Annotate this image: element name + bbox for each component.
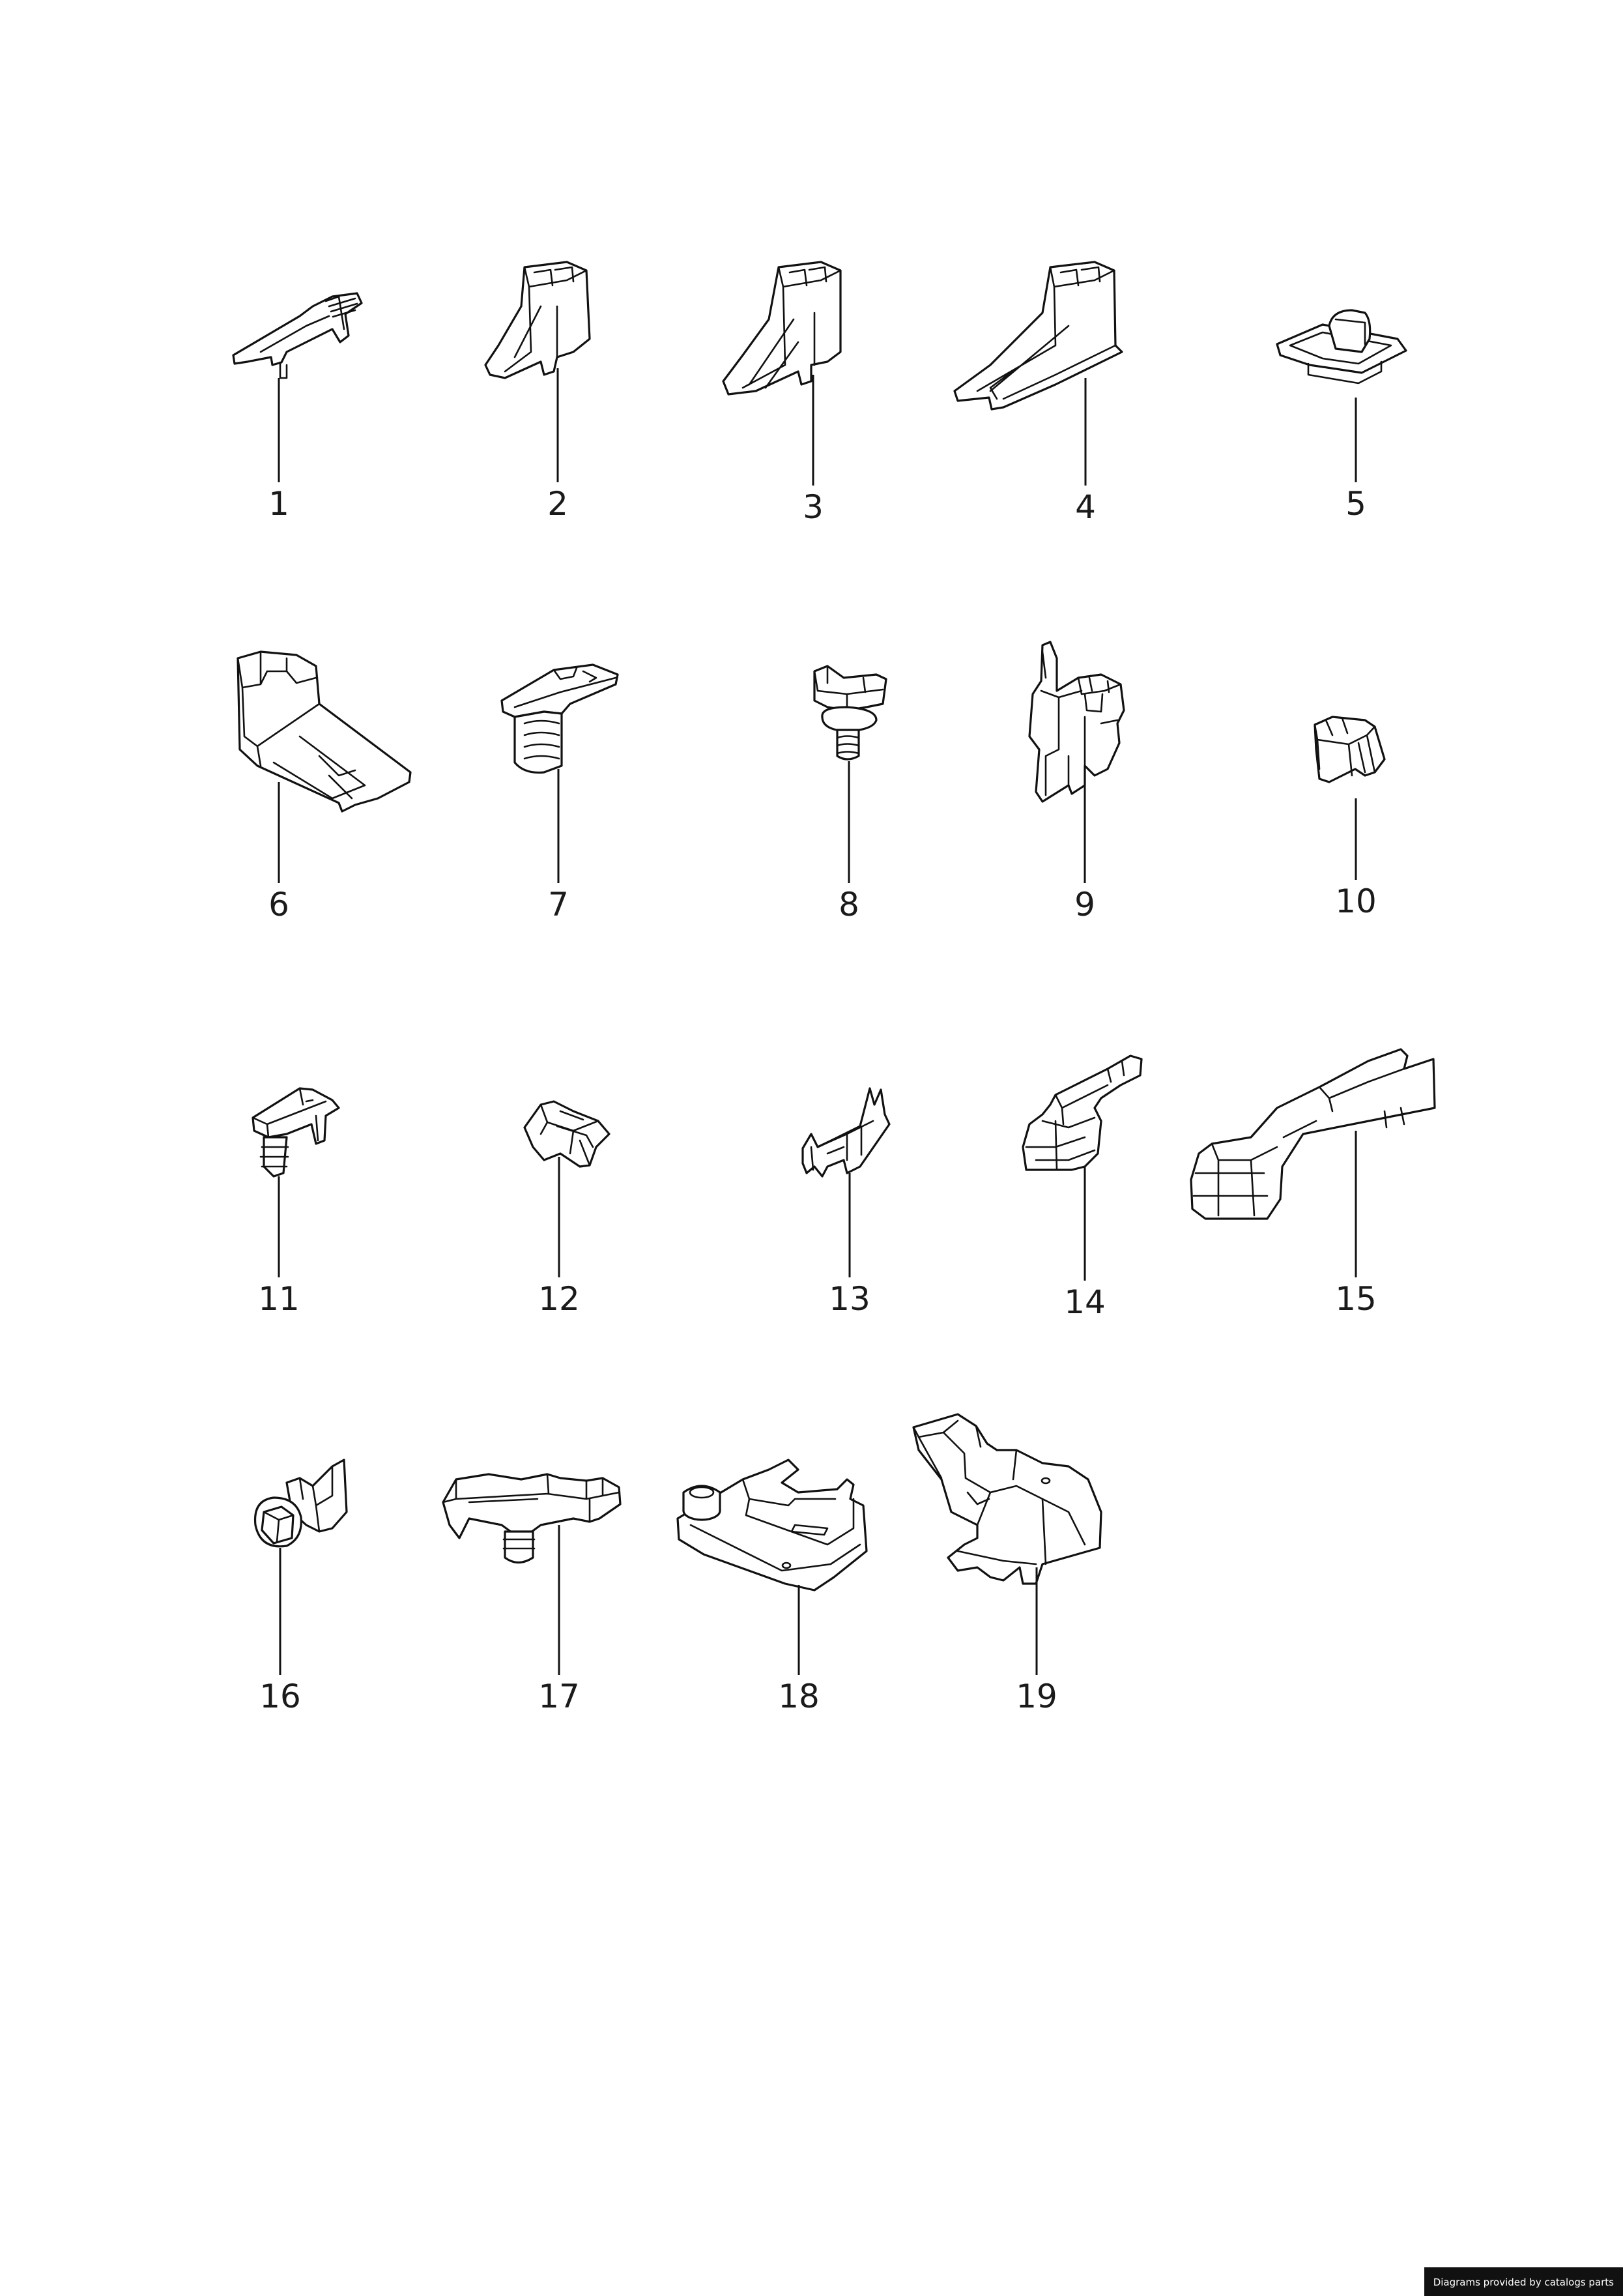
callout-10: 10 bbox=[1335, 882, 1377, 920]
part-2-clip[interactable] bbox=[484, 261, 591, 379]
part-11-clip[interactable] bbox=[251, 1087, 340, 1178]
part-4-clip[interactable] bbox=[953, 261, 1123, 411]
callout-17: 17 bbox=[538, 1678, 580, 1715]
part-7-fastener[interactable] bbox=[500, 663, 619, 774]
callout-5: 5 bbox=[1345, 485, 1366, 523]
callout-6: 6 bbox=[268, 886, 289, 923]
part-13-bracket[interactable] bbox=[801, 1087, 891, 1178]
callout-8: 8 bbox=[839, 886, 859, 923]
part-18-bracket-plate[interactable] bbox=[676, 1459, 868, 1591]
part-14-clip[interactable] bbox=[1022, 1054, 1143, 1171]
callout-19: 19 bbox=[1016, 1678, 1057, 1715]
part-1-clip[interactable] bbox=[232, 292, 363, 379]
callout-15: 15 bbox=[1335, 1280, 1377, 1318]
callout-4: 4 bbox=[1075, 488, 1096, 526]
part-15-connector-bracket[interactable] bbox=[1190, 1048, 1436, 1220]
callout-12: 12 bbox=[538, 1280, 580, 1318]
part-10-clip[interactable] bbox=[1314, 716, 1386, 783]
part-16-clip[interactable] bbox=[253, 1459, 348, 1548]
callout-16: 16 bbox=[259, 1678, 301, 1715]
callout-7: 7 bbox=[548, 886, 569, 923]
part-3-clip[interactable] bbox=[722, 261, 842, 396]
callout-11: 11 bbox=[258, 1280, 300, 1318]
footer-credit: Diagrams provided by catalogs parts bbox=[1424, 2267, 1623, 2296]
part-8-push-pin[interactable] bbox=[813, 665, 887, 761]
callout-1: 1 bbox=[268, 485, 289, 523]
callout-3: 3 bbox=[803, 488, 824, 526]
part-6-clip[interactable] bbox=[237, 650, 412, 813]
part-19-bracket[interactable] bbox=[912, 1413, 1102, 1585]
part-12-clip[interactable] bbox=[523, 1100, 610, 1168]
callout-14: 14 bbox=[1064, 1283, 1106, 1321]
callout-9: 9 bbox=[1074, 886, 1095, 923]
callout-18: 18 bbox=[778, 1678, 820, 1715]
part-17-mount-bar[interactable] bbox=[442, 1473, 622, 1564]
callout-13: 13 bbox=[829, 1280, 870, 1318]
callout-2: 2 bbox=[547, 485, 568, 523]
part-5-mount[interactable] bbox=[1276, 309, 1407, 385]
part-9-clip[interactable] bbox=[1028, 641, 1125, 803]
